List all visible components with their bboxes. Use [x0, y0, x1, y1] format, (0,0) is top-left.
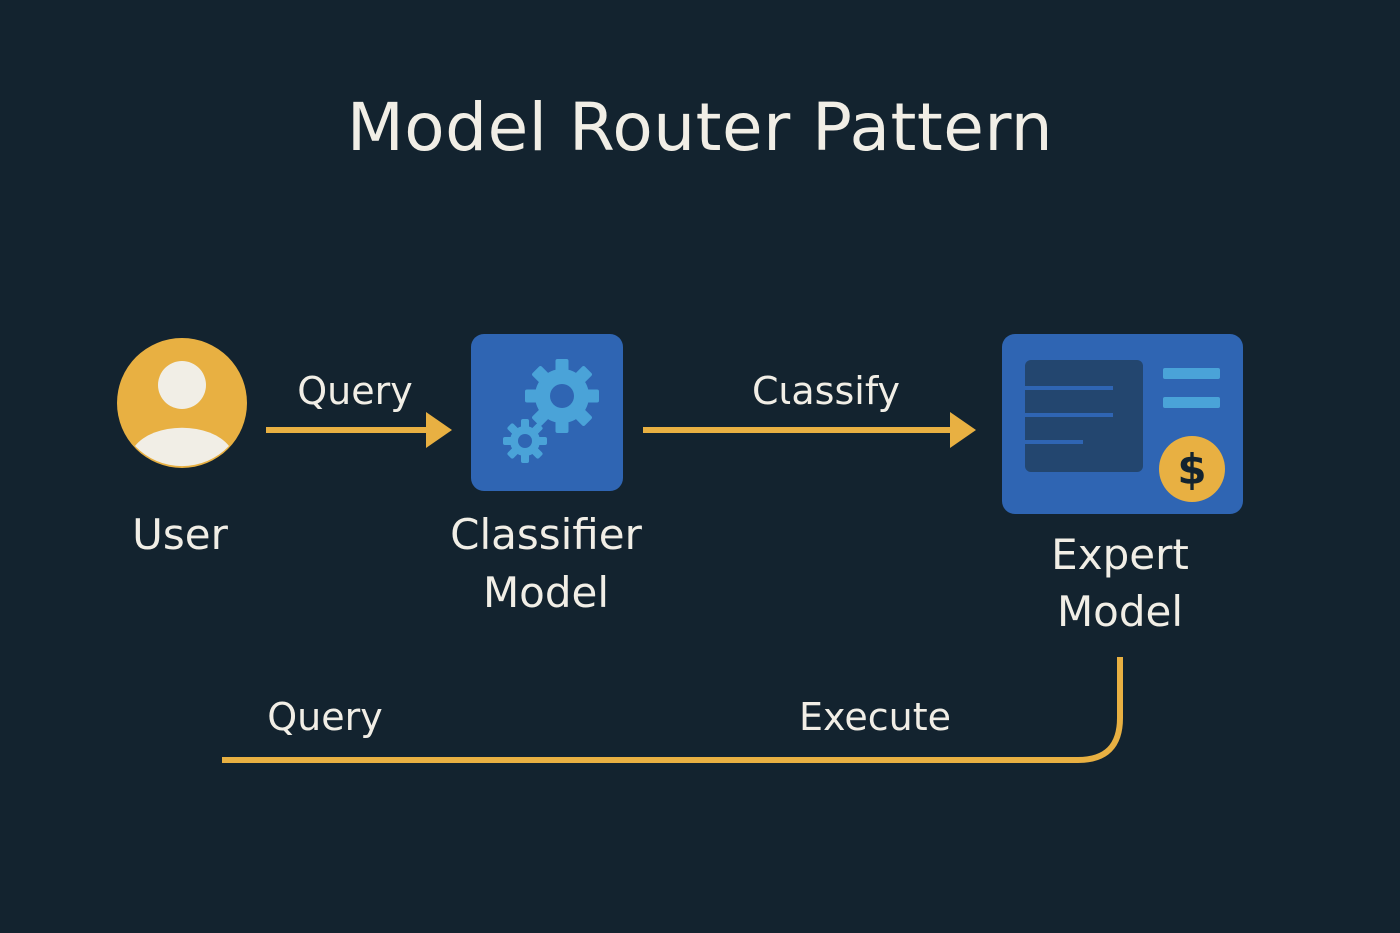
gears-icon — [503, 359, 599, 463]
edge-label-query-bottom: Query — [267, 695, 383, 739]
expert-model-node: $ — [1002, 334, 1243, 514]
info-line-2 — [1163, 397, 1220, 408]
edge-label-execute: Execute — [799, 695, 951, 739]
classifier-label-line-2: Model — [482, 568, 610, 617]
classifier-model-node — [471, 334, 623, 491]
diagram-title: Model Router Pattern — [346, 89, 1054, 166]
document-panel — [1025, 360, 1143, 472]
arrow-user-to-classifier — [266, 412, 452, 448]
edge-label-classify: Cιassify — [751, 369, 901, 413]
info-line-1 — [1163, 368, 1220, 379]
return-path-line — [222, 657, 1123, 763]
user-label: User — [132, 510, 228, 559]
expert-label-line-2: Model — [1056, 587, 1184, 636]
dollar-badge-icon: $ — [1159, 436, 1225, 502]
classifier-label-line-1: Classifier — [450, 510, 642, 559]
arrow-classifier-to-expert — [643, 412, 976, 448]
expert-label-line-1: Expert — [1051, 530, 1189, 579]
dollar-badge-text: $ — [1177, 445, 1206, 494]
user-avatar-icon — [117, 338, 247, 468]
edge-label-query-top: Query — [297, 369, 413, 413]
